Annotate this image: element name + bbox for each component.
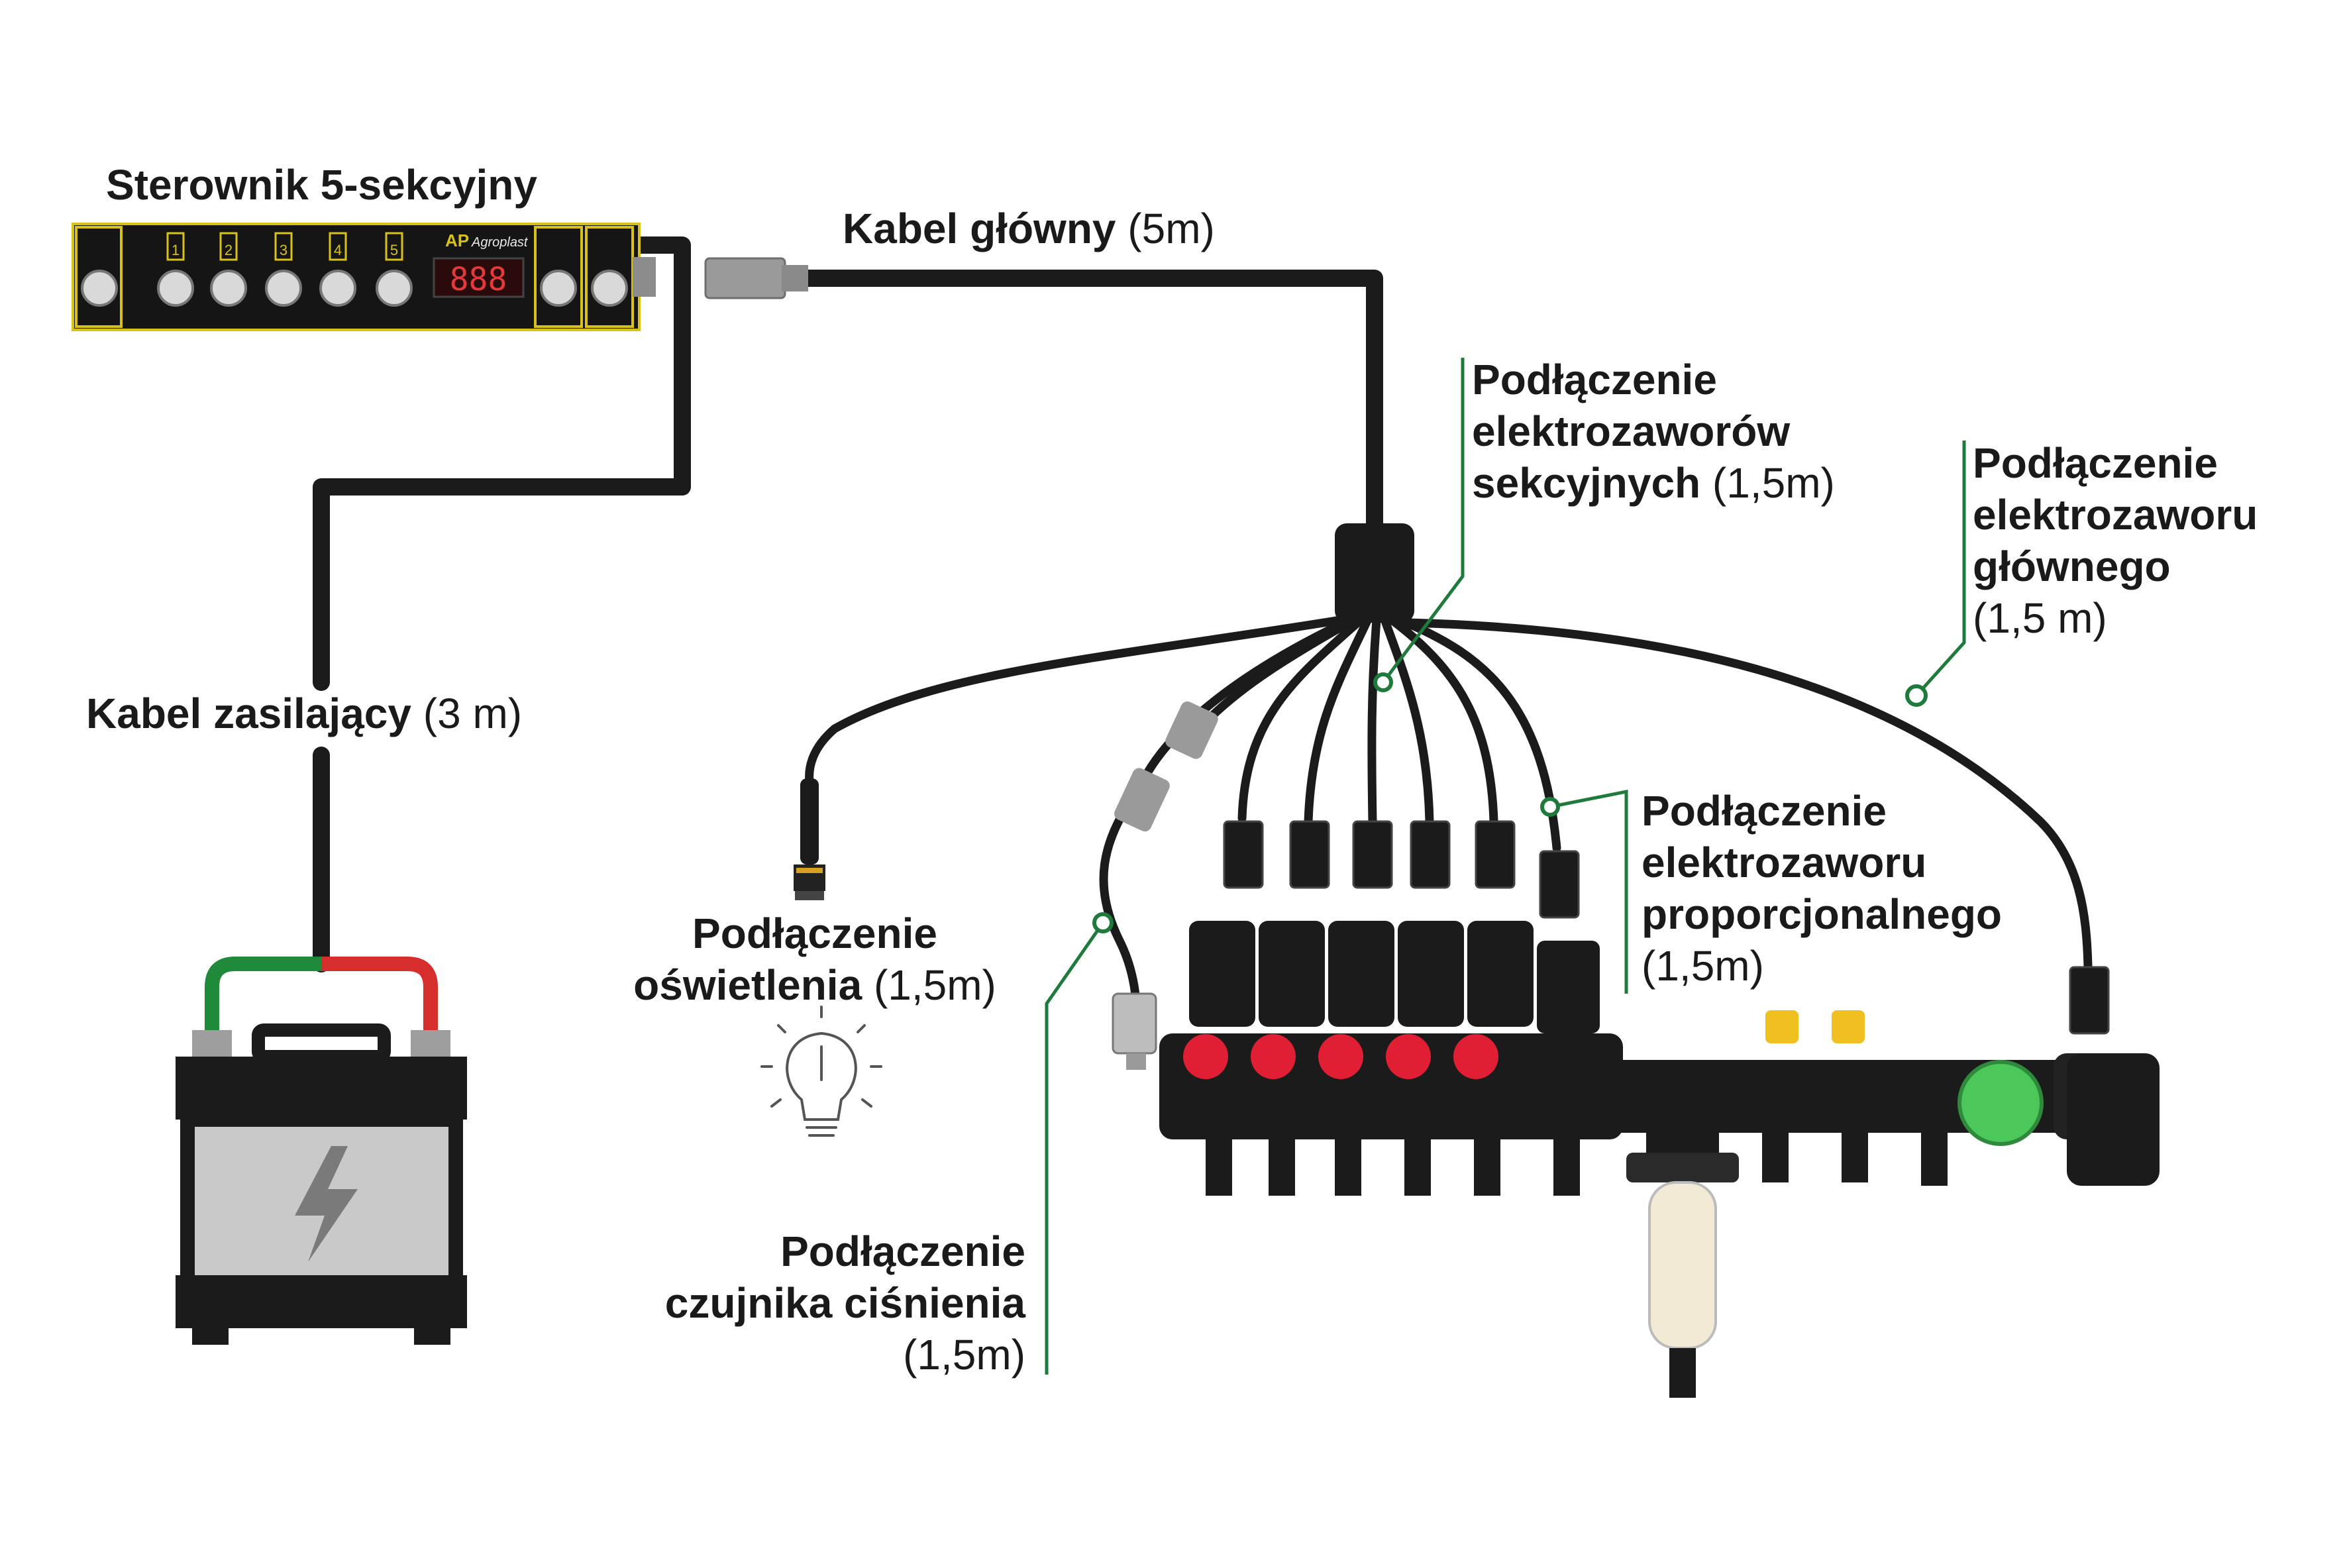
controller-display (433, 257, 525, 298)
toggle-switch-icon[interactable] (319, 270, 356, 307)
branch-lighting (805, 611, 1369, 786)
branch-proportional (1393, 615, 1561, 853)
leader-section-valves (1382, 358, 1465, 684)
controller-left-trim (75, 226, 123, 328)
cable-splitter-hub (1335, 523, 1414, 623)
leader-lines (1045, 358, 1966, 1375)
controller-brand: Agroplast (471, 235, 529, 250)
section-number-2: 2 (225, 242, 233, 258)
branch-sensor-b (1135, 615, 1356, 793)
main-cable (793, 270, 1383, 539)
toggle-switch-icon[interactable] (81, 270, 118, 307)
controller-right-trim (534, 226, 583, 328)
lightning-bolt-icon (295, 1146, 358, 1262)
proportional-valve-label: Podłączenie elektrozaworu proporcjonalne… (1642, 787, 2002, 990)
battery-icon (176, 957, 467, 1345)
controller-display-value: 888 (450, 261, 507, 298)
pressure-sensor-label: Podłączenie czujnika ciśnienia (1,5m) (664, 1228, 1025, 1379)
section-number-4: 4 (334, 242, 342, 258)
toggle-switch-icon[interactable] (540, 270, 577, 307)
power-cable-label: Kabel zasilający (3 m) (86, 690, 523, 737)
toggle-switch-icon[interactable] (376, 270, 413, 307)
toggle-switch-icon[interactable] (157, 270, 194, 307)
section-number-3: 3 (280, 242, 287, 258)
branch-valve-1 (1237, 615, 1366, 823)
lighting-connector (794, 778, 825, 900)
section-valves-label: Podłączenie elektrozaworów sekcyjnych (1… (1472, 356, 1835, 507)
section-number-1: 1 (172, 242, 180, 258)
branch-valve-3 (1367, 615, 1381, 826)
leader-proportional (1549, 789, 1628, 994)
branch-valve-2 (1304, 615, 1373, 826)
lightbulb-icon (760, 1006, 882, 1137)
main-cable-plug (704, 257, 808, 299)
controller-title: Sterownik 5-sekcyjny (106, 161, 537, 209)
controller-side-plug (633, 257, 656, 297)
toggle-switch-icons (81, 270, 628, 307)
section-indicators (166, 232, 403, 261)
toggle-switch-icon[interactable] (210, 270, 247, 307)
lighting-label: Podłączenie oświetlenia (1,5m) (633, 910, 996, 1010)
controller-panel: 1 2 3 4 5 888 AP Agroplast (72, 223, 656, 331)
leader-dots (1092, 672, 1928, 933)
branch-valve-4 (1380, 615, 1434, 826)
valve-manifold (1159, 820, 2160, 1398)
main-cable-label: Kabel główny (5m) (843, 205, 1215, 252)
power-cable (313, 236, 691, 691)
controller-logo: AP (445, 231, 469, 250)
section-number-5: 5 (390, 242, 398, 258)
main-valve-label: Podłączenie elektrozaworu głównego (1,5 … (1973, 439, 2258, 643)
leader-main-valve (1915, 441, 1966, 697)
toggle-switch-icon[interactable] (265, 270, 302, 307)
branch-main-valve (1403, 618, 2093, 972)
pressure-sensor-connectors (1112, 701, 1218, 1070)
toggle-switch-icon[interactable] (591, 270, 628, 307)
leader-pressure-sensor (1045, 921, 1105, 1375)
